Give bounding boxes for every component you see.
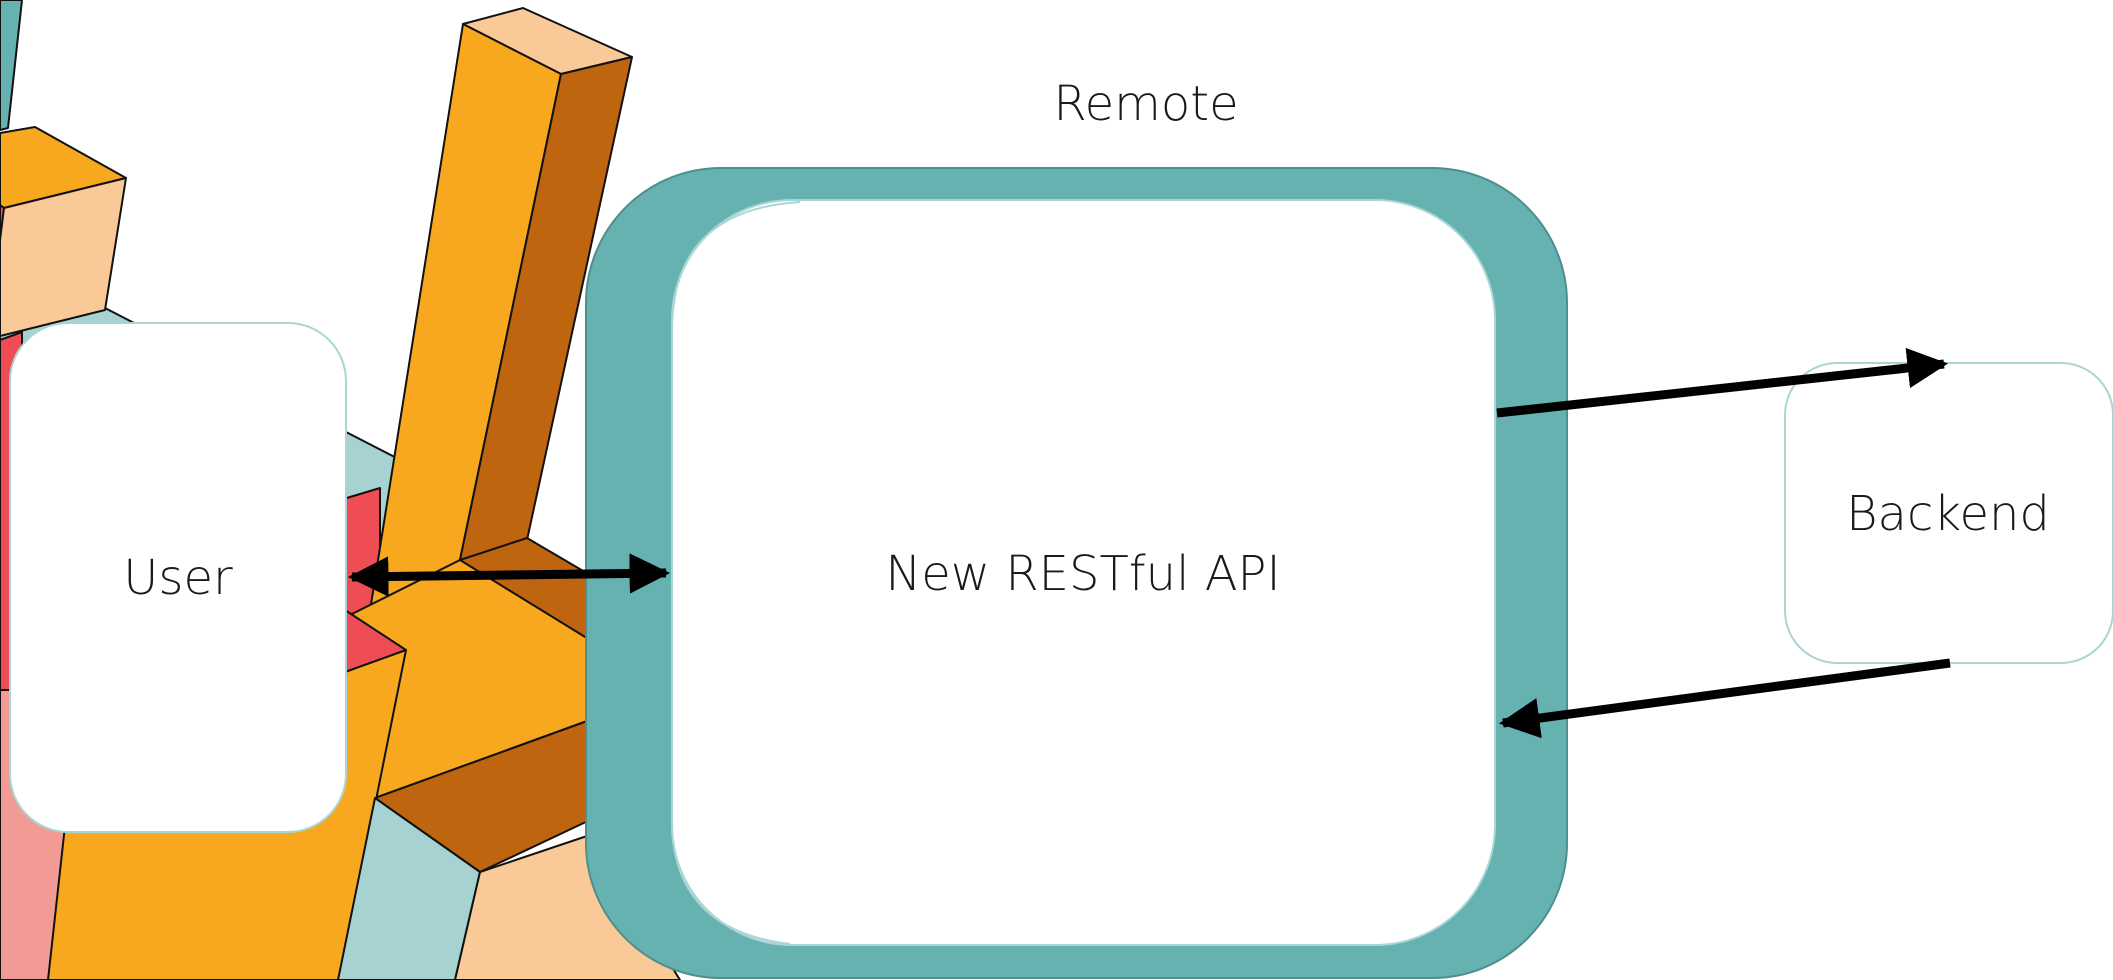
- api-box-inner-edge: [671, 201, 801, 945]
- remote-label: Remote: [1053, 76, 1238, 132]
- teal-lower-prism: [337, 797, 481, 980]
- user-box[interactable]: [9, 322, 347, 833]
- peach-lower-prism: [454, 834, 681, 980]
- red-cube-side: [0, 204, 5, 241]
- user-label: User: [123, 550, 233, 606]
- api-to-backend-arrow: [1496, 347, 1949, 418]
- backend-label: Backend: [1846, 486, 2050, 542]
- teal-pillar-top: [0, 0, 23, 131]
- backend-to-api-arrow: [1498, 658, 1951, 739]
- api-label: New RESTful API: [885, 546, 1280, 602]
- user-api-double-arrow: [347, 553, 671, 597]
